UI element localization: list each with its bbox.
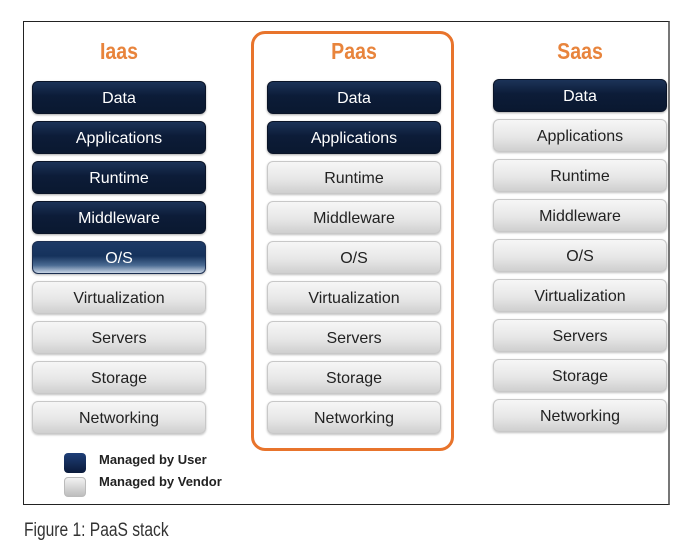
layer-storage: Storage xyxy=(493,359,667,392)
layer-data: Data xyxy=(267,81,441,114)
layer-applications: Applications xyxy=(267,121,441,154)
legend-label-vendor: Managed by Vendor xyxy=(99,474,222,489)
layer-runtime: Runtime xyxy=(493,159,667,192)
layer-servers: Servers xyxy=(493,319,667,352)
layer-data: Data xyxy=(32,81,206,114)
layer-o-s: O/S xyxy=(267,241,441,274)
layer-storage: Storage xyxy=(267,361,441,394)
layer-middleware: Middleware xyxy=(267,201,441,234)
layer-virtualization: Virtualization xyxy=(493,279,667,312)
layer-networking: Networking xyxy=(493,399,667,432)
column-title: Saas xyxy=(557,38,603,64)
layer-runtime: Runtime xyxy=(267,161,441,194)
legend-swatch-user xyxy=(64,453,86,473)
layer-applications: Applications xyxy=(32,121,206,154)
figure-caption: Figure 1: PaaS stack xyxy=(24,520,169,541)
layer-data: Data xyxy=(493,79,667,112)
layer-applications: Applications xyxy=(493,119,667,152)
layer-virtualization: Virtualization xyxy=(32,281,206,314)
layer-o-s: O/S xyxy=(32,241,206,274)
paas-highlight-border xyxy=(251,31,454,451)
column-title: Paas xyxy=(331,38,377,64)
layer-networking: Networking xyxy=(32,401,206,434)
layer-networking: Networking xyxy=(267,401,441,434)
layer-runtime: Runtime xyxy=(32,161,206,194)
legend-label-user: Managed by User xyxy=(99,452,207,467)
layer-storage: Storage xyxy=(32,361,206,394)
column-title: Iaas xyxy=(99,38,139,64)
layer-virtualization: Virtualization xyxy=(267,281,441,314)
legend-swatch-vendor xyxy=(64,477,86,497)
layer-middleware: Middleware xyxy=(493,199,667,232)
layer-servers: Servers xyxy=(32,321,206,354)
layer-o-s: O/S xyxy=(493,239,667,272)
layer-middleware: Middleware xyxy=(32,201,206,234)
layer-servers: Servers xyxy=(267,321,441,354)
